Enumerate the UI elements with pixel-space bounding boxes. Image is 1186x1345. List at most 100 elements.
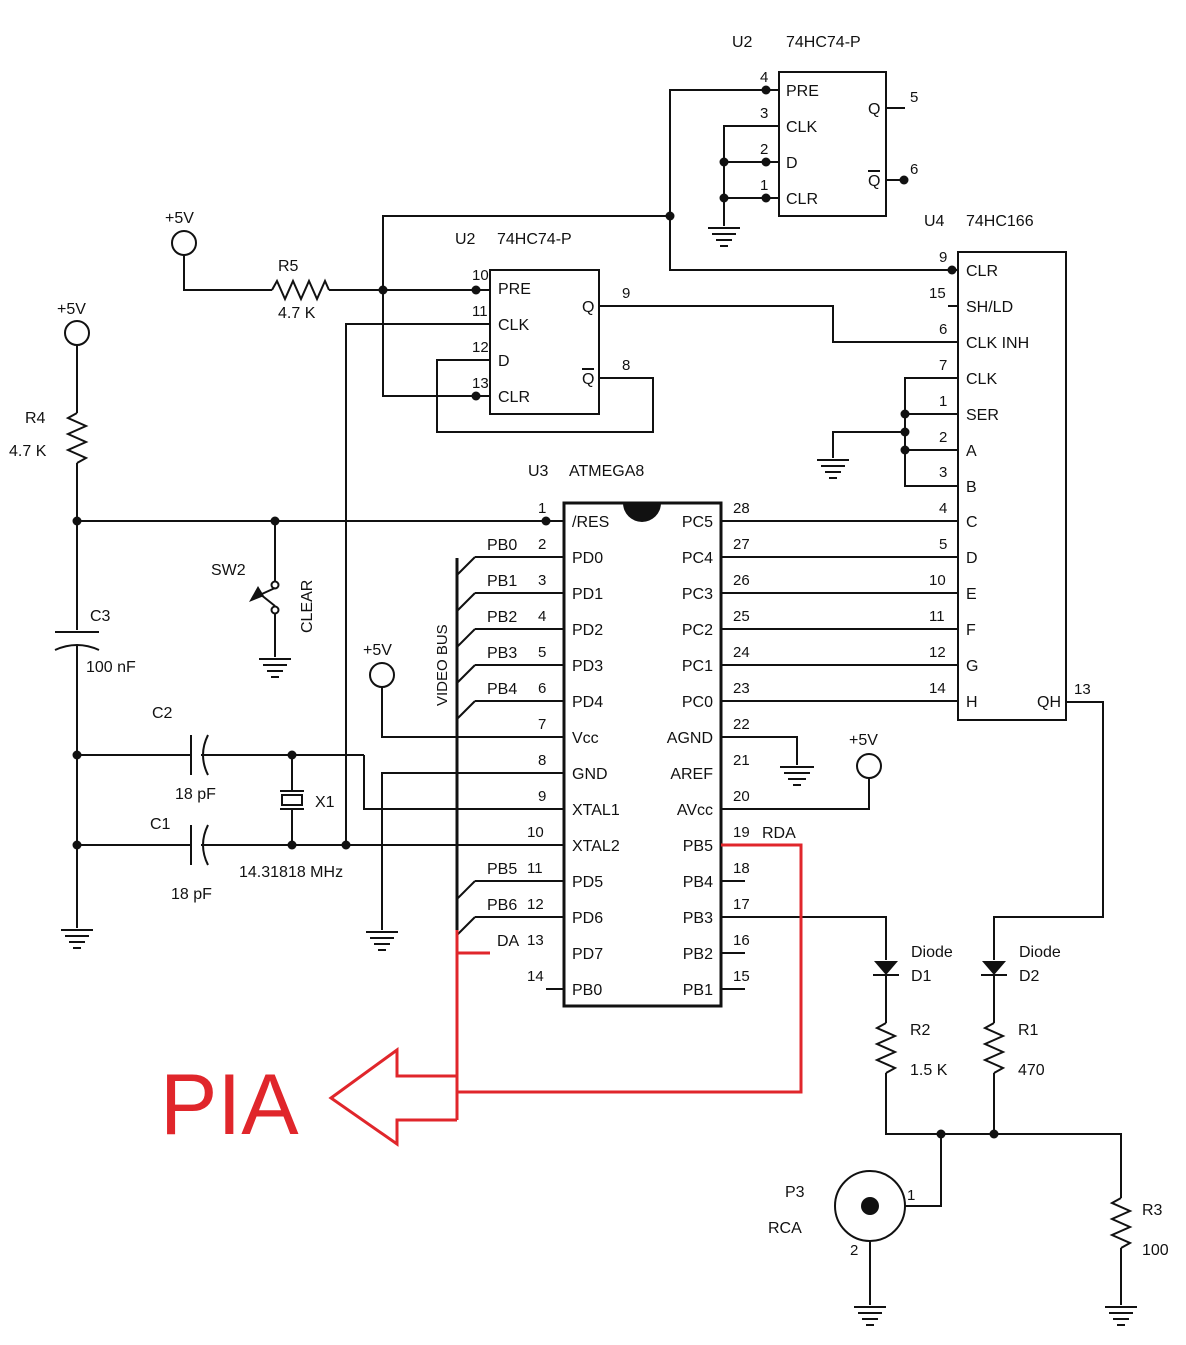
c3-value: 100 nF — [86, 659, 136, 676]
bus-tap-pb6: PB6 — [487, 897, 517, 914]
resistor-r1 — [982, 1022, 1006, 1074]
u4-pin-clk: CLK — [966, 371, 997, 388]
p3-pin1: 1 — [907, 1187, 915, 1204]
r3-value: 100 — [1142, 1242, 1169, 1259]
u2-mid-pin-q: Q — [582, 299, 594, 316]
u3-pinnum-20: 20 — [733, 788, 750, 805]
u2-top-body — [778, 71, 887, 217]
vcc-terminal-avcc — [856, 753, 882, 779]
d2-ref: D2 — [1019, 968, 1040, 985]
u2-top-pin-d: D — [786, 155, 798, 172]
u4-pin-g: G — [966, 658, 978, 675]
video-bus: VIDEO BUS PB0 PB1 PB2 PB3 PB4 PB5 PB6 DA… — [434, 537, 796, 950]
u4-pinnum-clr: 9 — [939, 249, 947, 266]
bus-tap-pb4: PB4 — [487, 681, 517, 698]
resistor-r4 — [65, 412, 89, 464]
u4-pin-h: H — [966, 694, 978, 711]
vcc-terminal-r4 — [64, 320, 90, 346]
u2-mid-body — [489, 269, 600, 415]
u3-pin-pc5: PC5 — [682, 514, 713, 531]
d2-type: Diode — [1019, 944, 1061, 961]
u4-ref: U4 — [924, 213, 945, 230]
u3-pin-pb3: PB3 — [683, 910, 713, 927]
resistor-r5 — [271, 278, 330, 302]
u2-mid-pin-pre: PRE — [498, 281, 531, 298]
r5-ref: R5 — [278, 258, 299, 275]
bus-tap-pb5: PB5 — [487, 861, 517, 878]
u2-mid-flipflop: U2 74HC74-P PRE CLK D CLR Q Q 10 11 12 1… — [345, 215, 958, 845]
vcc-terminal-u3 — [369, 662, 395, 688]
u3-pinnum-21: 21 — [733, 752, 750, 769]
u3-part: ATMEGA8 — [569, 463, 644, 480]
net-label-rda: RDA — [762, 825, 796, 842]
u2-top-qn-bubble — [899, 175, 909, 185]
c2-ref: C2 — [152, 705, 173, 722]
u4-pin-ser: SER — [966, 407, 999, 424]
crystal-x1 — [281, 794, 303, 806]
portc-to-u4-wires — [721, 520, 958, 702]
r5-pullup: +5V R5 4.7 K — [165, 210, 383, 322]
diode-d1 — [874, 961, 898, 975]
u3-pinnum-25: 25 — [733, 608, 750, 625]
u3-pin-pb2: PB2 — [683, 946, 713, 963]
u2-mid-part: 74HC74-P — [497, 231, 572, 248]
r2-ref: R2 — [910, 1022, 931, 1039]
u3-pinnum-1: 1 — [538, 500, 546, 517]
reset-network: +5V R4 4.7 K C3 100 nF — [9, 301, 564, 949]
net-label-da: DA — [497, 933, 520, 950]
u3-pin-pb0: PB0 — [572, 982, 602, 999]
r4-value: 4.7 K — [9, 443, 47, 460]
c3-ref: C3 — [90, 608, 111, 625]
u4-pin-c: C — [966, 514, 978, 531]
video-output-network: Diode D1 Diode D2 R2 1.5 K R1 470 R3 100 — [721, 916, 1169, 1326]
u4-pinnum-shld: 15 — [929, 285, 946, 302]
u2-mid-pinnum-q: 9 — [622, 285, 630, 302]
u2-top-ref: U2 — [732, 34, 753, 51]
u2-top-part: 74HC74-P — [786, 34, 861, 51]
u3-pinnum-3: 3 — [538, 572, 546, 589]
u4-pin-shld: SH/LD — [966, 299, 1013, 316]
ground-symbol-r3 — [1105, 1306, 1137, 1326]
u2-top-pinnum-clk: 3 — [760, 105, 768, 122]
u3-pinnum-12: 12 — [527, 896, 544, 913]
p3-ref: P3 — [785, 1184, 805, 1201]
bus-tap-pb2: PB2 — [487, 609, 517, 626]
p3-pin2: 2 — [850, 1242, 858, 1259]
pia-arrow — [328, 1047, 457, 1147]
diode-d2 — [982, 961, 1006, 975]
u3-pinnum-27: 27 — [733, 536, 750, 553]
d1-ref: D1 — [911, 968, 932, 985]
u3-left-pins: /RES1PD02PD13PD24PD35PD46Vcc7GND8XTAL19X… — [527, 500, 620, 999]
pia-annotation: PIA — [160, 843, 803, 1153]
vcc-label-avcc: +5V — [849, 732, 878, 749]
bus-tap-pb3: PB3 — [487, 645, 517, 662]
u4-pin-b: B — [966, 479, 977, 496]
u3-pinnum-7: 7 — [538, 716, 546, 733]
vcc-label-r4: +5V — [57, 301, 86, 318]
u3-body — [562, 501, 723, 1008]
u3-pinnum-23: 23 — [733, 680, 750, 697]
resistor-r3 — [1109, 1197, 1133, 1249]
u3-pin-gnd: GND — [572, 766, 608, 783]
u2-top-pinnum-qn: 6 — [910, 161, 918, 178]
u2-top-pin-qn: Q — [868, 173, 880, 190]
u3-pin-xtal1: XTAL1 — [572, 802, 620, 819]
u4-part: 74HC166 — [966, 213, 1034, 230]
u4-pinnum-c: 4 — [939, 500, 947, 517]
u3-pin-pd2: PD2 — [572, 622, 603, 639]
u3-ref: U3 — [528, 463, 549, 480]
u4-pinnum-e: 10 — [929, 572, 946, 589]
x1-value: 14.31818 MHz — [239, 864, 343, 881]
crystal-network: C2 18 pF C1 18 pF X1 14.31818 MHz — [77, 705, 564, 903]
u2-mid-pinnum-pre: 10 — [472, 267, 489, 284]
u3-notch — [623, 503, 661, 522]
c2-value: 18 pF — [175, 786, 216, 803]
u2-mid-pin-d: D — [498, 353, 510, 370]
u2-top-pinnum-pre: 4 — [760, 69, 768, 86]
r2-value: 1.5 K — [910, 1062, 948, 1079]
u3-pin-vcc: Vcc — [572, 730, 599, 747]
u4-pinnum-g: 12 — [929, 644, 946, 661]
u4-pinnum-clk: 7 — [939, 357, 947, 374]
vcc-label-r5: +5V — [165, 210, 194, 227]
c1-value: 18 pF — [171, 886, 212, 903]
